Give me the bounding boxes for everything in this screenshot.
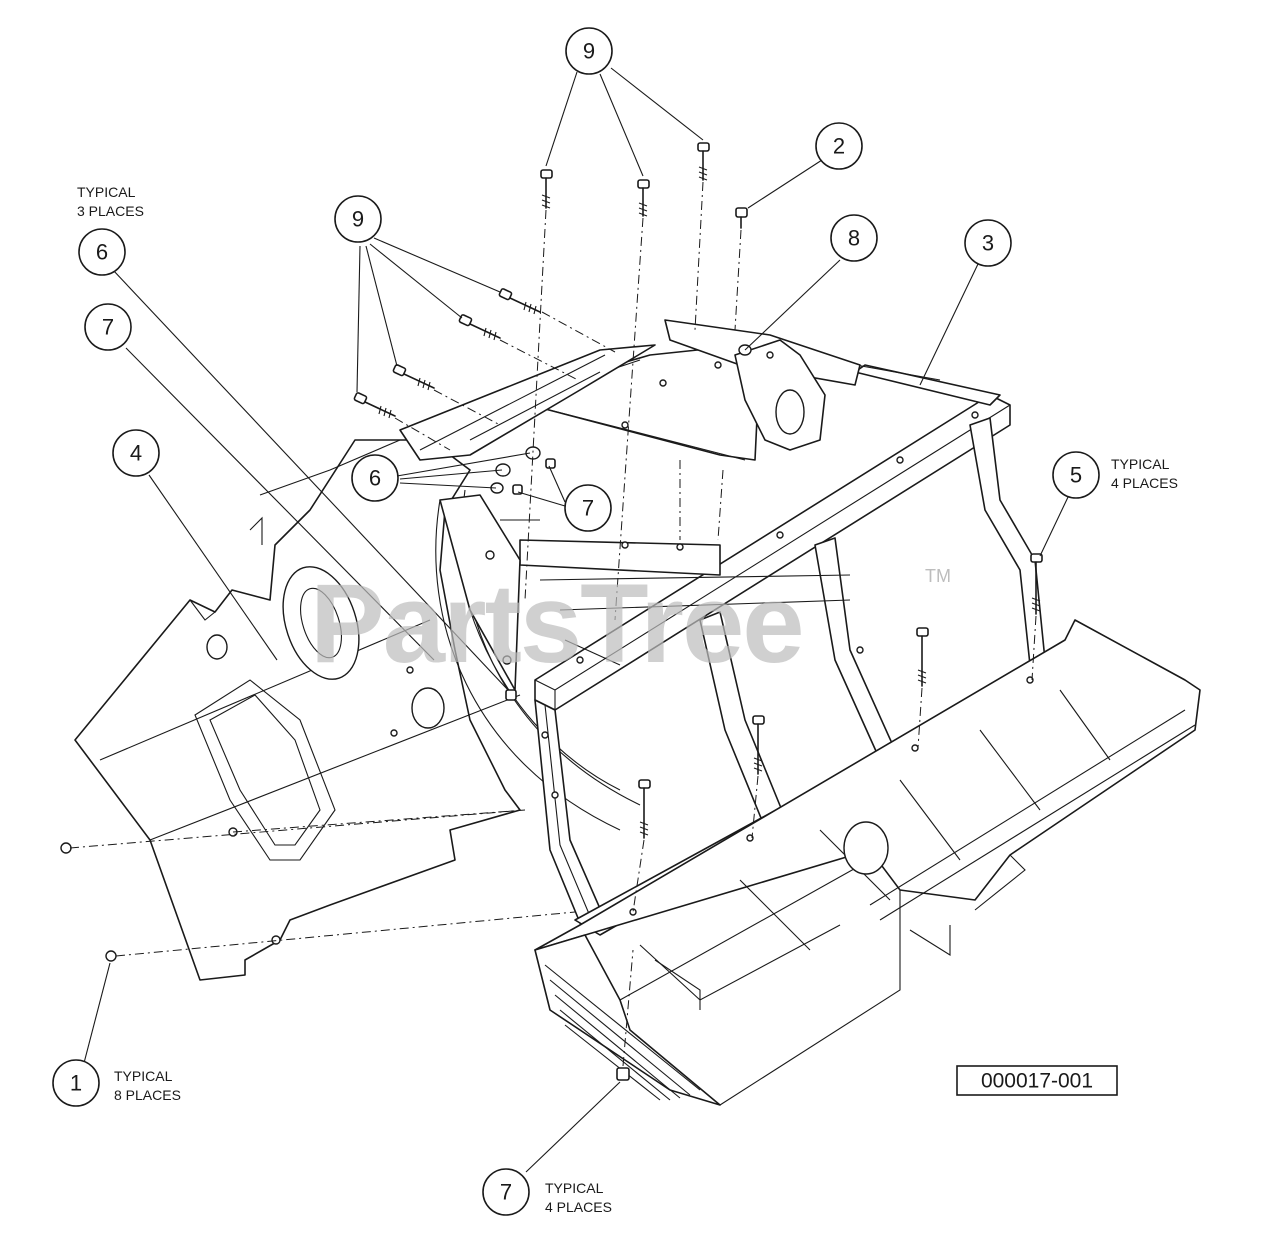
carriage-bolt-icon — [1030, 553, 1043, 615]
callout-number: 7 — [102, 315, 114, 340]
note-typical-3-places: TYPICAL 3 PLACES — [77, 184, 144, 219]
callout-9-left: 9 — [334, 195, 382, 243]
note-line: TYPICAL — [545, 1180, 604, 1196]
callout-3: 3 — [964, 219, 1012, 267]
mount-plate-part — [439, 494, 521, 691]
callout-2: 2 — [815, 122, 863, 170]
note-line: TYPICAL — [77, 184, 136, 200]
note-line: 3 PLACES — [77, 203, 144, 219]
callout-number: 8 — [848, 226, 860, 251]
note-line: TYPICAL — [114, 1068, 173, 1084]
carriage-bolt-icon — [540, 169, 553, 209]
reference-code: 000017-001 — [981, 1070, 1093, 1093]
reference-code-box: 000017-001 — [956, 1065, 1118, 1096]
callout-number: 5 — [1070, 463, 1082, 488]
callout-7-left: 7 — [84, 303, 132, 351]
callout-1: 1 — [52, 1059, 100, 1107]
carriage-bolt-icon — [752, 715, 765, 775]
callout-5: 5 — [1052, 451, 1100, 499]
carriage-bolt-icon — [697, 142, 710, 181]
note-line: 8 PLACES — [114, 1087, 181, 1103]
top-rail-part — [399, 344, 656, 461]
callout-number: 9 — [352, 207, 364, 232]
watermark: PartsTree TM — [310, 561, 951, 686]
callout-number: 2 — [833, 134, 845, 159]
carriage-bolt-icon — [637, 179, 650, 217]
callout-4: 4 — [112, 429, 160, 477]
callout-number: 6 — [369, 466, 381, 491]
carriage-bolt-icon — [353, 392, 396, 419]
callout-number: 3 — [982, 231, 994, 256]
callout-number: 4 — [130, 441, 142, 466]
side-panel-part — [74, 439, 521, 981]
carriage-bolt-icon — [638, 779, 651, 839]
fastener-group — [60, 142, 1043, 1081]
flange-nut-icon — [616, 1067, 630, 1081]
callout-number: 7 — [582, 496, 594, 521]
callout-9-top: 9 — [565, 27, 613, 75]
callout-number: 6 — [96, 240, 108, 265]
assembly-centerlines — [69, 181, 1037, 1067]
screw-icon — [105, 950, 117, 962]
watermark-text: PartsTree — [310, 561, 803, 686]
callout-number: 7 — [500, 1180, 512, 1205]
callout-8: 8 — [830, 214, 878, 262]
note-typical-8-places: TYPICAL 8 PLACES — [114, 1068, 181, 1103]
callout-6-center: 6 — [351, 454, 399, 502]
carriage-bolt-icon — [498, 288, 541, 315]
callout-7-bottom: 7 — [482, 1168, 530, 1216]
callout-6-top: 6 — [78, 228, 126, 276]
callout-number: 1 — [70, 1071, 82, 1096]
note-line: 4 PLACES — [1111, 475, 1178, 491]
watermark-trademark: TM — [925, 566, 951, 586]
callout-number: 9 — [583, 39, 595, 64]
carriage-bolt-icon — [916, 627, 929, 687]
note-line: 4 PLACES — [545, 1199, 612, 1215]
leader-lines — [83, 67, 1070, 1173]
note-line: TYPICAL — [1111, 456, 1170, 472]
callout-7-center: 7 — [564, 484, 612, 532]
note-typical-4-places-bottom: TYPICAL 4 PLACES — [545, 1180, 612, 1215]
screw-icon — [60, 842, 72, 854]
carriage-bolt-icon — [458, 314, 501, 341]
note-typical-4-places-right: TYPICAL 4 PLACES — [1111, 456, 1178, 491]
carriage-bolt-icon — [392, 364, 435, 391]
front-tray-part — [534, 619, 1201, 1106]
flange-nut-icon — [735, 207, 748, 229]
